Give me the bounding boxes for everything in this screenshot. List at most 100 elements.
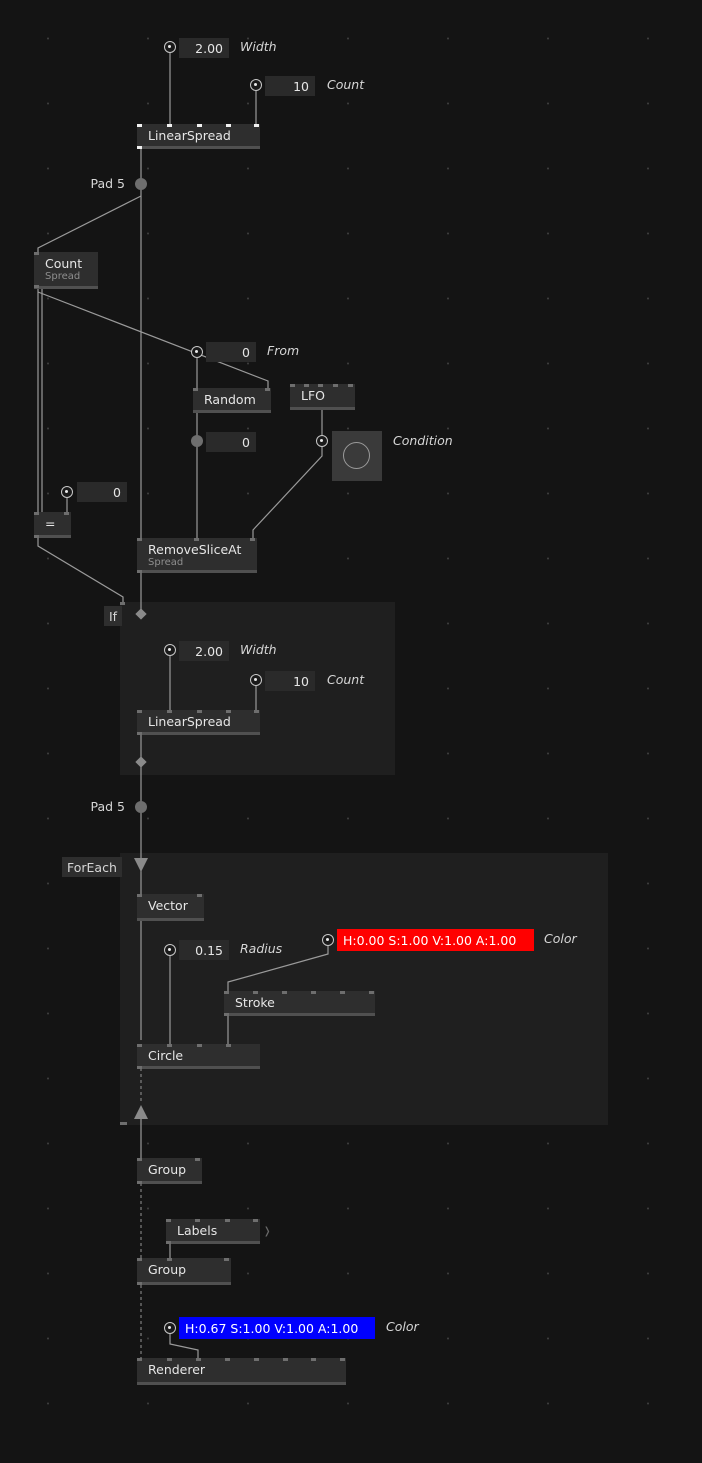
pin[interactable]: [166, 1219, 171, 1222]
pin[interactable]: [224, 1013, 229, 1016]
pad-top-dot[interactable]: [135, 178, 147, 190]
pin[interactable]: [194, 538, 199, 541]
pin[interactable]: [254, 1358, 259, 1361]
pin[interactable]: [318, 384, 323, 387]
pin[interactable]: [311, 991, 316, 994]
color-red-field[interactable]: H:0.00 S:1.00 V:1.00 A:1.00: [337, 929, 534, 951]
equals-in-knob-icon[interactable]: [61, 486, 73, 498]
pin[interactable]: [197, 710, 202, 713]
color-blue-knob-icon[interactable]: [164, 1322, 176, 1334]
labels-node[interactable]: Labels: [166, 1219, 260, 1244]
pin[interactable]: [254, 710, 259, 713]
random-out-dot[interactable]: [191, 435, 203, 447]
pin[interactable]: [137, 732, 142, 735]
pin[interactable]: [348, 384, 353, 387]
equals-in-field[interactable]: 0: [77, 482, 127, 502]
pin[interactable]: [254, 124, 259, 127]
color-red-knob-icon[interactable]: [322, 934, 334, 946]
pin[interactable]: [34, 252, 39, 255]
group-1-node[interactable]: Group: [137, 1158, 202, 1184]
pin[interactable]: [195, 1158, 200, 1161]
pin[interactable]: [311, 1358, 316, 1361]
pin[interactable]: [34, 512, 39, 515]
pin[interactable]: [137, 1044, 142, 1047]
condition-knob-icon[interactable]: [316, 435, 328, 447]
pin[interactable]: [197, 1044, 202, 1047]
pin[interactable]: [340, 991, 345, 994]
from-knob-icon[interactable]: [191, 346, 203, 358]
pin[interactable]: [137, 1158, 142, 1161]
width-inner-knob-icon[interactable]: [164, 644, 176, 656]
if-condition-pin[interactable]: [120, 602, 125, 605]
circle-node[interactable]: Circle: [137, 1044, 260, 1069]
color-blue-field[interactable]: H:0.67 S:1.00 V:1.00 A:1.00: [179, 1317, 375, 1339]
pin[interactable]: [167, 1044, 172, 1047]
pin[interactable]: [34, 535, 39, 538]
pin[interactable]: [137, 124, 142, 127]
pin[interactable]: [137, 710, 142, 713]
pin[interactable]: [333, 384, 338, 387]
random-node[interactable]: Random: [193, 388, 271, 413]
pin[interactable]: [137, 146, 142, 149]
count-spread-node[interactable]: Count Spread: [34, 252, 98, 289]
condition-toggle[interactable]: [332, 431, 382, 481]
pin[interactable]: [195, 1219, 200, 1222]
pin[interactable]: [340, 1358, 345, 1361]
pin[interactable]: [196, 1358, 201, 1361]
renderer-node[interactable]: Renderer: [137, 1358, 346, 1385]
radius-knob-icon[interactable]: [164, 944, 176, 956]
pin[interactable]: [226, 710, 231, 713]
pin[interactable]: [369, 991, 374, 994]
pin[interactable]: [265, 388, 270, 391]
lfo-node[interactable]: LFO: [290, 384, 355, 410]
radius-field[interactable]: 0.15: [179, 940, 229, 960]
pin[interactable]: [193, 388, 198, 391]
pin[interactable]: [167, 124, 172, 127]
pin[interactable]: [224, 1258, 229, 1261]
pin[interactable]: [225, 1358, 230, 1361]
pin[interactable]: [64, 512, 69, 515]
count-top-knob-icon[interactable]: [250, 79, 262, 91]
width-top-knob-icon[interactable]: [164, 41, 176, 53]
pin[interactable]: [226, 1044, 231, 1047]
width-top-field[interactable]: 2.00: [179, 38, 229, 58]
vector-node[interactable]: Vector: [137, 894, 204, 921]
pad-bottom-dot[interactable]: [135, 801, 147, 813]
pin[interactable]: [137, 894, 142, 897]
pin[interactable]: [226, 124, 231, 127]
from-field[interactable]: 0: [206, 342, 256, 362]
random-out-field[interactable]: 0: [206, 432, 256, 452]
pin[interactable]: [137, 570, 142, 573]
pin[interactable]: [137, 1282, 142, 1285]
pin[interactable]: [137, 1258, 142, 1261]
width-inner-field[interactable]: 2.00: [179, 641, 229, 661]
pin[interactable]: [197, 894, 202, 897]
pin[interactable]: [167, 710, 172, 713]
group-2-node[interactable]: Group: [137, 1258, 231, 1285]
foreach-output-splicer-icon[interactable]: [134, 1105, 148, 1119]
pin[interactable]: [137, 1181, 142, 1184]
count-inner-field[interactable]: 10: [265, 671, 315, 691]
equals-node[interactable]: =: [34, 512, 71, 538]
labels-expand-chevron-icon[interactable]: ❭: [263, 1226, 272, 1237]
pin[interactable]: [224, 991, 229, 994]
pin[interactable]: [225, 1219, 230, 1222]
stroke-node[interactable]: Stroke: [224, 991, 375, 1016]
linearspread-top-node[interactable]: LinearSpread: [137, 124, 260, 149]
pin[interactable]: [167, 1358, 172, 1361]
pin[interactable]: [137, 1358, 142, 1361]
pin[interactable]: [250, 538, 255, 541]
if-region[interactable]: [120, 602, 395, 775]
pin[interactable]: [34, 285, 39, 288]
removesliceat-node[interactable]: RemoveSliceAt Spread: [137, 538, 257, 573]
pin[interactable]: [197, 124, 202, 127]
pin[interactable]: [290, 384, 295, 387]
pin[interactable]: [137, 538, 142, 541]
pin[interactable]: [166, 1241, 171, 1244]
pin[interactable]: [282, 991, 287, 994]
pin[interactable]: [167, 1258, 172, 1261]
pin[interactable]: [253, 991, 258, 994]
linearspread-inner-node[interactable]: LinearSpread: [137, 710, 260, 735]
pin[interactable]: [304, 384, 309, 387]
pin[interactable]: [137, 1066, 142, 1069]
